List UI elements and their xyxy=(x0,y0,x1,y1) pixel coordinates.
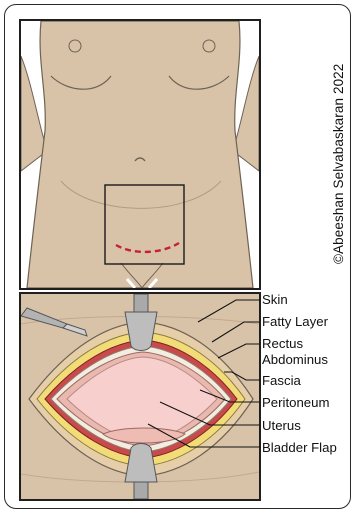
label-rectus: Rectus xyxy=(262,336,303,351)
label-peritoneum: Peritoneum xyxy=(262,395,329,410)
copyright-text: ©Abeeshan Selvabaskaran 2022 xyxy=(331,24,346,264)
label-fascia: Fascia xyxy=(262,373,301,388)
label-skin: Skin xyxy=(262,292,288,307)
label-uterus: Uterus xyxy=(262,418,301,433)
label-fatty-layer: Fatty Layer xyxy=(262,314,328,329)
incision-panel xyxy=(19,292,261,501)
abdomen-illustration xyxy=(21,21,259,288)
abdomen-panel xyxy=(19,19,261,290)
incision-illustration xyxy=(21,294,259,499)
label-bladder-flap: Bladder Flap xyxy=(262,440,337,455)
label-abdominus: Abdominus xyxy=(262,352,328,367)
